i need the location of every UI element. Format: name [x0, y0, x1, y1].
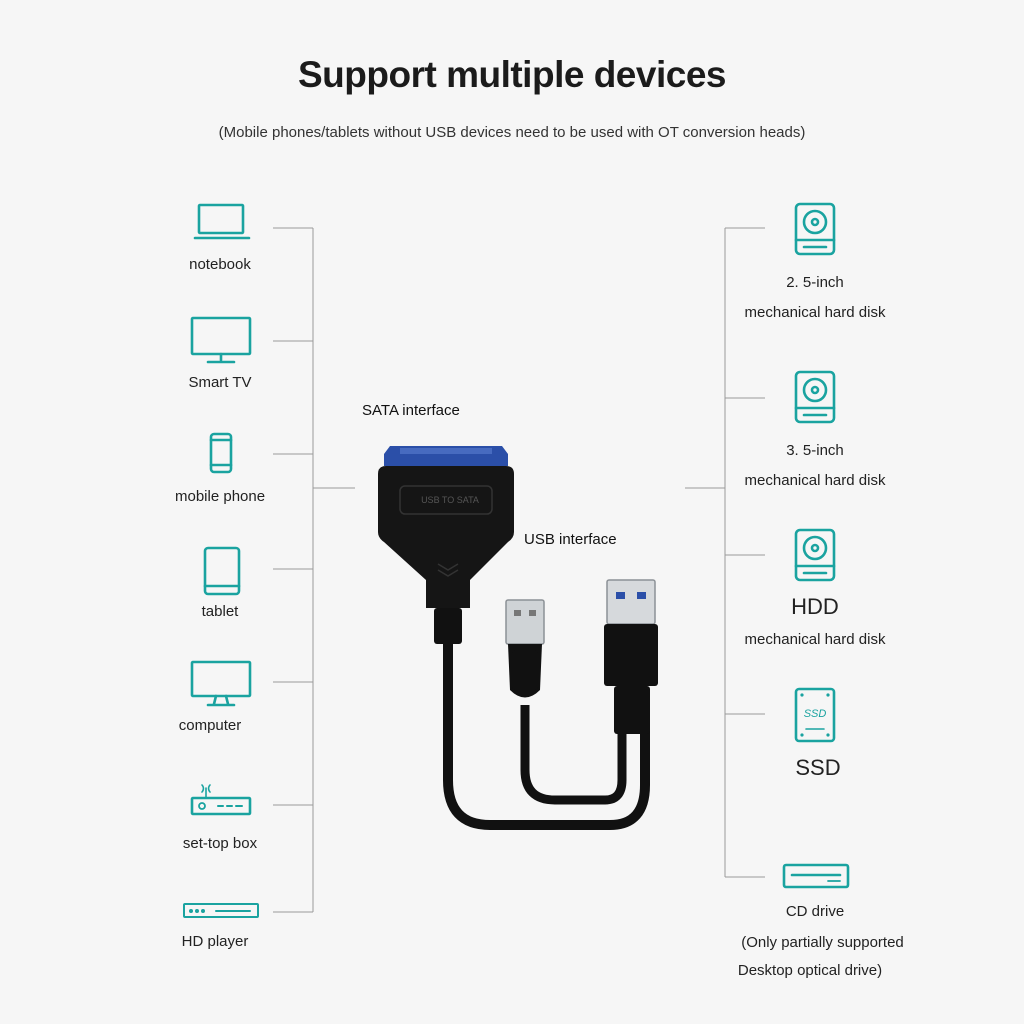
ssd-icon [794, 687, 836, 743]
tablet-icon [203, 546, 241, 596]
page-subtitle: (Mobile phones/tablets without USB devic… [218, 124, 806, 141]
hd-player-icon [183, 903, 259, 918]
monitor-icon [190, 660, 252, 707]
ssd-icon-text: SSD [803, 708, 827, 720]
device-label-cd-drive: CD drive [785, 903, 845, 920]
usb-to-sata-cable [378, 446, 658, 830]
device-label-hdd: HDD [791, 594, 839, 619]
device-label-cd-drive-note-1: (Only partially supported [741, 934, 904, 951]
device-label-computer: computer [178, 717, 242, 734]
device-label-hdd-sub: mechanical hard disk [744, 631, 886, 648]
optical-drive-icon [782, 863, 850, 889]
device-label-set-top-box: set-top box [182, 835, 258, 852]
page-title: Support multiple devices [298, 54, 726, 95]
hard-disk-icon [794, 202, 836, 256]
laptop-icon [193, 203, 251, 240]
phone-icon [209, 432, 233, 474]
device-label-2-5-inch-sub: mechanical hard disk [744, 304, 886, 321]
tv-icon [190, 316, 252, 364]
device-label-tablet: tablet [201, 603, 239, 620]
device-label-3-5-inch-sub: mechanical hard disk [744, 472, 886, 489]
device-label-hd-player: HD player [181, 933, 249, 950]
hard-disk-icon [794, 370, 836, 424]
device-label-2-5-inch: 2. 5-inch [786, 274, 844, 291]
device-label-notebook: notebook [189, 256, 251, 273]
set-top-box-icon [190, 784, 252, 816]
cable-body-text: USB TO SATA [421, 495, 479, 505]
device-label-smart-tv: Smart TV [188, 374, 252, 391]
sata-interface-label: SATA interface [362, 402, 460, 419]
device-label-mobile-phone: mobile phone [175, 488, 266, 505]
usb-interface-label: USB interface [524, 531, 617, 548]
device-label-ssd: SSD [795, 755, 841, 780]
hard-disk-icon [794, 528, 836, 582]
device-label-3-5-inch: 3. 5-inch [786, 442, 844, 459]
device-label-cd-drive-note-2: Desktop optical drive) [737, 962, 883, 979]
